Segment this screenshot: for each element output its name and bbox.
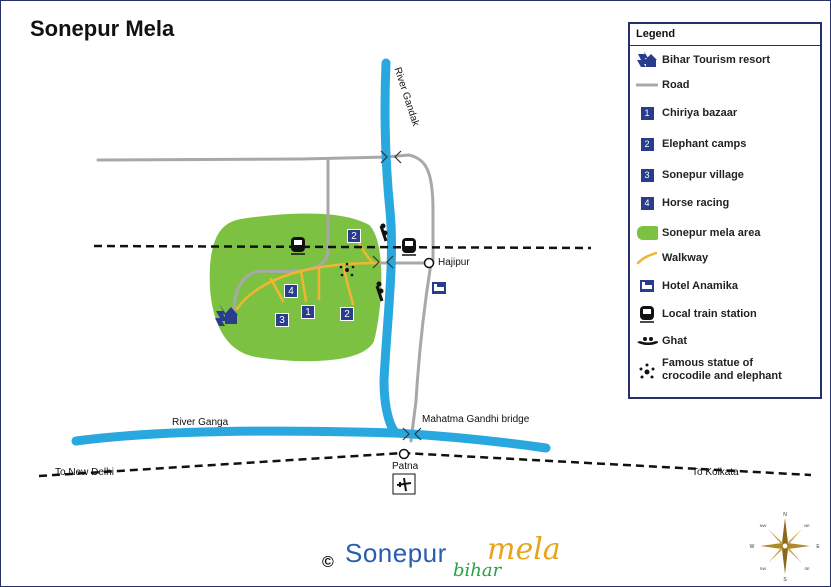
map-badge-chiriya-bazaar: 1 xyxy=(301,305,315,319)
brand-mela: mela xyxy=(487,532,561,567)
airport-icon xyxy=(392,473,416,495)
train-station-icon xyxy=(636,305,658,323)
legend-item-horse-racing: 4 Horse racing xyxy=(636,194,729,212)
legend-label: Road xyxy=(662,78,690,91)
legend-label: Elephant camps xyxy=(662,137,747,150)
legend-label-line2: crocodile and elephant xyxy=(662,370,782,382)
map-badge-elephant-camps-2: 2 xyxy=(340,307,354,321)
road-left-spur xyxy=(232,158,330,315)
map-badge-elephant-camps: 2 xyxy=(347,229,361,243)
road-icon xyxy=(636,76,658,94)
ghat-icon xyxy=(636,332,658,350)
compass-rose-icon: N S W E NW NE SW SE xyxy=(750,512,821,582)
train-station-icon xyxy=(291,237,305,255)
legend-label: Hotel Anamika xyxy=(662,279,739,292)
brand-bihar: bihar xyxy=(453,560,502,581)
legend-label: Bihar Tourism resort xyxy=(662,53,770,66)
compass-e: E xyxy=(816,544,820,550)
roads xyxy=(96,153,435,443)
mela-area-icon xyxy=(636,224,658,242)
hotel-icon xyxy=(432,282,446,294)
page-title: Sonepur Mela xyxy=(30,16,175,41)
map-badge-horse-racing: 4 xyxy=(284,284,298,298)
label-to-kolkata: To Kolkata xyxy=(692,467,739,478)
badge-4-icon: 4 xyxy=(636,194,658,212)
rivers xyxy=(71,58,551,453)
brand-sonepur: Sonepur xyxy=(345,538,447,568)
road-top xyxy=(96,153,435,265)
legend-item-statue: Famous statue of crocodile and elephant xyxy=(636,357,782,383)
legend-label: Sonepur village xyxy=(662,168,744,181)
map-badge-sonepur-village: 3 xyxy=(275,313,289,327)
train-station-icon xyxy=(402,238,416,256)
walkways xyxy=(235,231,381,311)
label-to-new-delhi: To New Delhi xyxy=(55,467,114,478)
statue-icon xyxy=(339,262,355,277)
label-hajipur: Hajipur xyxy=(438,257,470,268)
rail-sonepur xyxy=(93,244,592,250)
compass-se: SE xyxy=(804,566,810,571)
patna-node xyxy=(398,448,410,460)
hajipur-node xyxy=(423,257,435,269)
bridge-crossings xyxy=(372,150,422,441)
resort-icon xyxy=(215,304,238,326)
compass-nw: NW xyxy=(760,523,767,528)
compass-n: N xyxy=(783,512,787,518)
legend-label: Ghat xyxy=(662,334,688,347)
label-river-ganga: River Ganga xyxy=(172,417,229,428)
river-gandak xyxy=(379,58,401,438)
brand-logo: Sonepur mela bihar xyxy=(345,532,585,586)
compass-sw: SW xyxy=(760,566,767,571)
legend-item-walkway: Walkway xyxy=(636,249,708,267)
ghat-icon xyxy=(375,223,388,302)
legend-label: Horse racing xyxy=(662,196,730,209)
legend-label: Walkway xyxy=(662,251,709,264)
river-ganga xyxy=(71,426,551,453)
legend-item-sonepur-village: 3 Sonepur village xyxy=(636,166,744,184)
legend-item-road: Road xyxy=(636,76,690,94)
legend-item-train-station: Local train station xyxy=(636,305,757,323)
hotel-icon xyxy=(636,277,658,295)
legend-item-resort: Bihar Tourism resort xyxy=(636,51,770,69)
legend-item-mela-area: Sonepur mela area xyxy=(636,224,760,242)
resort-icon xyxy=(636,51,658,69)
legend-label: Famous statue of xyxy=(662,357,754,369)
copyright-symbol: © xyxy=(322,554,334,571)
legend-item-elephant-camps: 2 Elephant camps xyxy=(636,135,746,153)
legend-item-ghat: Ghat xyxy=(636,332,687,350)
road-to-bridge xyxy=(409,261,433,443)
statue-icon xyxy=(636,363,658,381)
compass-ne: NE xyxy=(804,523,810,528)
compass-s: S xyxy=(783,577,787,582)
badge-2-icon: 2 xyxy=(636,135,658,153)
legend-item-hotel: Hotel Anamika xyxy=(636,277,738,295)
label-patna: Patna xyxy=(392,461,419,472)
legend-title: Legend xyxy=(636,28,676,40)
walkway-icon xyxy=(636,249,658,267)
legend-label: Local train station xyxy=(662,307,757,320)
badge-1-icon: 1 xyxy=(636,104,658,122)
badge-3-icon: 3 xyxy=(636,166,658,184)
label-bridge: Mahatma Gandhi bridge xyxy=(422,414,530,425)
legend-divider xyxy=(630,45,820,46)
legend: Legend Bihar Tourism resort Road 1 Chiri… xyxy=(628,22,822,399)
legend-label: Chiriya bazaar xyxy=(662,106,738,119)
compass-w: W xyxy=(750,544,755,550)
legend-label: Sonepur mela area xyxy=(662,226,761,239)
legend-item-chiriya-bazaar: 1 Chiriya bazaar xyxy=(636,104,737,122)
